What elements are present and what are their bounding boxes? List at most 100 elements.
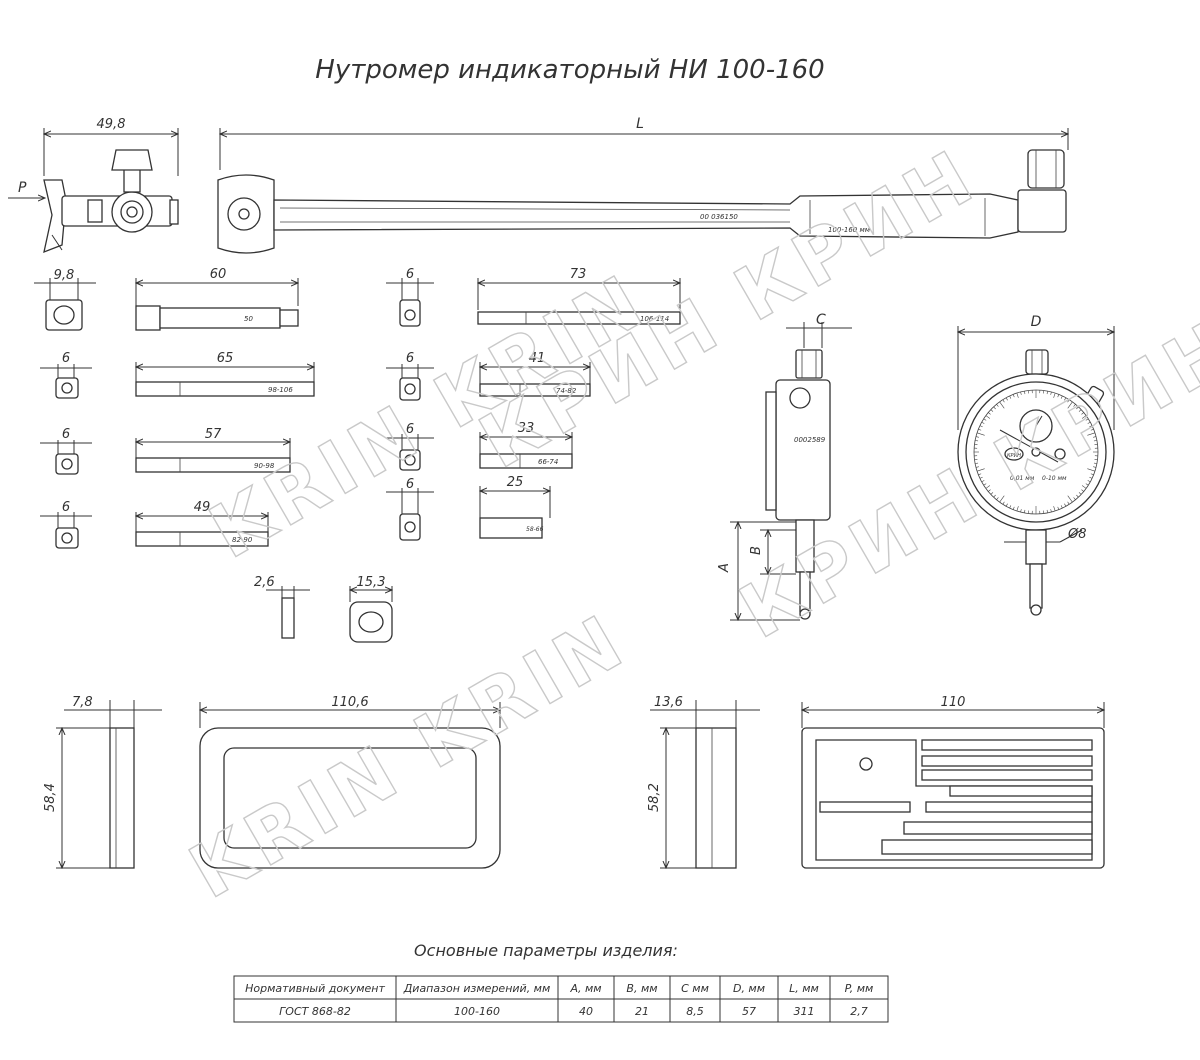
drawing-title: Нутромер индикаторный НИ 100-160 xyxy=(315,55,824,85)
dim-case1-width: 110,6 xyxy=(331,695,368,710)
rod-left-2-len: 65 xyxy=(217,351,234,366)
indicator-side-view: C 0002589 A B xyxy=(717,312,852,620)
dial-tick xyxy=(1089,476,1093,479)
dial-tick xyxy=(1076,406,1079,410)
table-header: С мм xyxy=(681,982,709,995)
rod-left-1-mark: 50 xyxy=(244,315,253,323)
rod-left-2-mark: 98-106 xyxy=(268,386,293,394)
dial-tick xyxy=(1081,415,1087,419)
dim-case1-thickness: 7,8 xyxy=(72,695,93,710)
table-cell: 311 xyxy=(794,1005,815,1018)
dial-tick xyxy=(1060,395,1063,399)
rod-serial: 00 036150 xyxy=(700,213,738,221)
dial-tick xyxy=(975,462,979,464)
rod-right-1-mark: 106-114 xyxy=(640,315,669,323)
table-header: Нормативный документ xyxy=(245,982,385,995)
dial-tick xyxy=(1020,509,1022,513)
dim-b: B xyxy=(749,546,764,555)
dial-tick xyxy=(1078,492,1082,495)
dial-tick xyxy=(1085,418,1089,421)
dim-p: P xyxy=(18,180,27,196)
table-cell: ГОСТ 868-82 xyxy=(279,1005,351,1018)
dial-tick xyxy=(978,428,982,431)
dim-head-width: 49,8 xyxy=(97,117,126,132)
dim-length: L xyxy=(636,116,644,132)
rod-left-1-dia: 9,8 xyxy=(54,268,75,283)
case-1: 7,8 58,4 110,6 xyxy=(43,695,500,868)
dial-tick xyxy=(1093,440,1097,442)
table-header: А, мм xyxy=(569,982,601,995)
table-header: D, мм xyxy=(733,982,765,995)
rod-left-3-len: 57 xyxy=(205,427,222,442)
rod-left-2-dia: 6 xyxy=(62,351,70,366)
dial-tick xyxy=(1005,397,1008,401)
dial-tick xyxy=(1093,466,1097,468)
dial-tick xyxy=(1078,409,1082,412)
rod-right-3-len: 33 xyxy=(518,421,535,436)
measuring-head: 49,8 P xyxy=(8,117,178,254)
dial-tick xyxy=(1016,392,1019,398)
dial-range: 0-10 мм xyxy=(1042,475,1067,482)
rod-right-1-len: 73 xyxy=(570,267,587,282)
dial-tick xyxy=(1093,436,1097,438)
dial-tick xyxy=(983,418,987,421)
dial-tick xyxy=(1085,483,1089,486)
washer-and-ring: 2,6 15,3 xyxy=(254,575,392,643)
dial-tick xyxy=(983,483,987,486)
dial-tick xyxy=(985,485,991,489)
dial-tick xyxy=(1090,473,1094,476)
dim-ring: 15,3 xyxy=(357,575,386,590)
rod-right-4-mark: 58-66 xyxy=(526,526,544,533)
dial-tick xyxy=(1053,392,1056,398)
dial-brand: КРИН xyxy=(1007,453,1021,459)
dial-tick xyxy=(1046,509,1048,513)
rod-left-4-mark: 82-90 xyxy=(232,536,253,544)
table-header: Диапазон измерений, мм xyxy=(403,982,551,995)
dial-scale-ticks xyxy=(974,390,1098,514)
case-2: 13,6 58,2 110 xyxy=(647,695,1104,868)
indicator-serial: 0002589 xyxy=(794,436,826,444)
dial-tick xyxy=(1073,404,1076,407)
parameters-table: Основные параметры изделия: Нормативный … xyxy=(233,941,889,1023)
dial-tick xyxy=(979,425,983,428)
rod-right-1-dia: 6 xyxy=(406,267,414,282)
dial-tick xyxy=(1024,509,1026,513)
table-cell: 21 xyxy=(635,1005,649,1018)
dial-tick xyxy=(1050,509,1052,513)
dial-tick xyxy=(990,492,994,495)
dial-tick xyxy=(1090,428,1094,431)
dim-stem: Ø8 xyxy=(1067,527,1087,542)
rod-right-2-mark: 74-82 xyxy=(556,387,577,395)
dial-tick xyxy=(1012,506,1015,510)
dial-tick xyxy=(1064,397,1067,401)
table-caption: Основные параметры изделия: xyxy=(414,941,678,960)
dial-tick xyxy=(975,466,979,468)
table-header: В, мм xyxy=(626,982,657,995)
rod-left-3-mark: 90-98 xyxy=(254,462,275,470)
dial-tick xyxy=(1024,391,1026,395)
table-cell: 57 xyxy=(742,1005,756,1018)
dial-tick xyxy=(1020,391,1022,395)
dial-tick xyxy=(1067,501,1070,505)
rod-left-1-len: 60 xyxy=(210,267,227,282)
dial-tick xyxy=(1050,391,1052,395)
table-header: P, мм xyxy=(845,982,874,995)
dial-tick xyxy=(1087,421,1091,424)
table-header: L, мм xyxy=(789,982,819,995)
dial-tick xyxy=(1060,505,1063,509)
dial-tick xyxy=(1005,503,1008,507)
dial-tick xyxy=(1067,495,1073,503)
dial-tick xyxy=(996,497,999,500)
dim-case2-width: 110 xyxy=(941,695,966,710)
dial-tick xyxy=(978,473,982,476)
dial-tick xyxy=(1016,506,1019,512)
rod-right-2-len: 41 xyxy=(529,351,546,366)
rod-right-2-dia: 6 xyxy=(406,351,414,366)
rod-left-3-dia: 6 xyxy=(62,427,70,442)
rod-set-left: 9,8 60 50 6 65 98-106 6 57 90-98 xyxy=(34,267,314,549)
dial-tick xyxy=(976,468,985,472)
dial-tick xyxy=(1064,503,1067,507)
table-cell: 40 xyxy=(579,1005,593,1018)
dim-case1-height: 58,4 xyxy=(43,783,58,812)
rod-right-3-dia: 6 xyxy=(406,422,414,437)
